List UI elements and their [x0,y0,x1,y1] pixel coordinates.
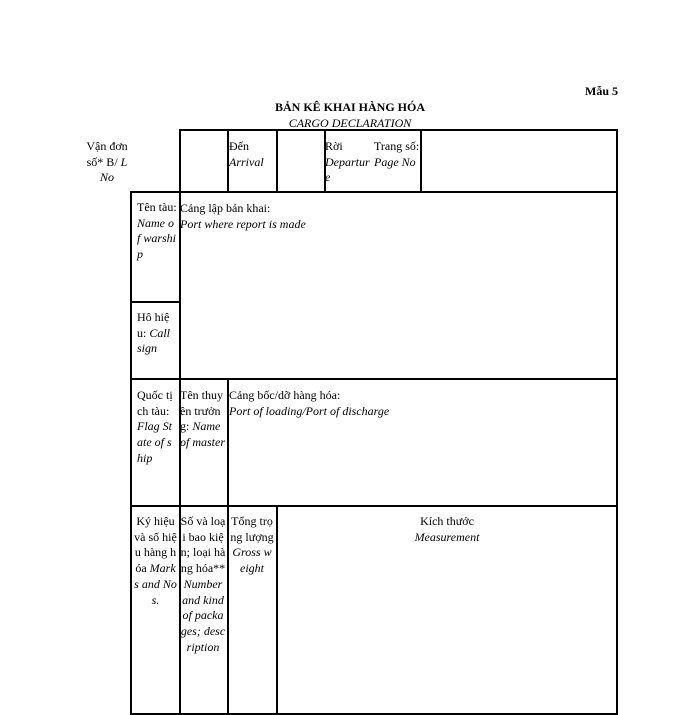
master-name-label-vi: Tên thuyền trưởng: [180,388,223,434]
page-no-label: Trang số: Page No [374,139,420,170]
bill-of-lading-label: Vận đơn số* B/ L No [86,139,128,186]
departure-label-en: Departure [325,154,370,185]
packages-column-header: Số và loại bao kiện; loại hàng hóa** Num… [180,514,226,655]
weight-column-header-vi: Tổng trọng lượng [230,514,274,544]
port-of-loading-label-en: Port of loading/Port of discharge [229,403,390,418]
form-code: Mẫu 5 [585,84,618,98]
flag-state-label-en: Flag State of ship [137,419,172,465]
marks-column-header-en: Marks and Nos. [134,561,177,607]
port-of-loading-label-vi: Cảng bốc/dỡ hàng hóa: [229,388,341,402]
form-title-vi: BẢN KÊ KHAI HÀNG HÓA [274,100,425,114]
arrival-label: Đến Arrival [229,139,275,170]
bill-of-lading-label-en: L No [99,154,128,185]
port-of-report-label-vi: Cảng lập bản khai: [180,201,271,215]
packages-column-header-vi: Số và loại bao kiện; loại hàng hóa** [180,514,226,576]
master-col-divider [227,378,229,507]
marks-column-header-vi: Ký hiệu và số hiệu hàng hóa [134,514,177,576]
departure-label: Rời Departure [325,139,371,186]
weight-column-header-en: Gross weight [232,545,272,576]
ship-row-divider-2 [130,378,618,380]
arrival-label-en: Arrival [229,154,264,169]
departure-label-vi: Rời [325,139,343,153]
ship-col-divider [179,191,181,507]
port-of-report-label-en: Port where report is made [180,216,306,231]
call-sign-label-vi: Hô hiệu: [137,310,170,340]
call-sign-label: Hô hiệu: Call sign [137,310,177,357]
call-sign-label-en: Call sign [137,325,171,356]
cargo-col-divider-3 [276,505,278,715]
ship-name-label-en: Name of warship [137,215,177,262]
master-name-label-en: Name of master [180,419,225,450]
bill-of-lading-label-vi: Vận đơn số* B/ [86,139,128,169]
header-right-box [420,129,618,193]
port-of-report-label: Cảng lập bản khai: Port where report is … [180,201,480,232]
measurement-column-header: Kích thước Measurement [278,514,616,545]
measurement-column-header-en: Measurement [414,529,480,544]
marks-column-header: Ký hiệu và số hiệu hàng hóa Marks and No… [134,514,177,608]
flag-state-label: Quốc tịch tàu: Flag State of ship [137,388,177,467]
measurement-column-header-vi: Kích thước [420,514,474,528]
ship-details-block [130,191,618,507]
packages-column-header-en: Number and kind of packages; description [180,576,226,654]
ship-name-label-vi: Tên tàu: [137,200,177,214]
cargo-col-divider-2 [227,505,229,715]
ship-name-label: Tên tàu: Name of warship [137,200,177,263]
port-of-loading-label: Cảng bốc/dỡ hàng hóa: Port of loading/Po… [229,388,609,419]
arrival-label-vi: Đến [229,139,249,153]
weight-column-header: Tổng trọng lượng Gross weight [230,514,274,577]
form-title-en: CARGO DECLARATION [288,116,412,130]
header-top-line [179,129,618,131]
flag-state-label-vi: Quốc tịch tàu: [137,388,173,418]
page-no-label-vi: Trang số: [374,139,420,153]
master-name-label: Tên thuyền trưởng: Name of master [180,388,226,451]
cargo-col-divider-1 [179,505,181,715]
departure-checkbox[interactable] [276,129,326,193]
page-no-label-en: Page No [374,154,416,169]
arrival-checkbox[interactable] [179,129,229,193]
ship-row-divider-1 [130,301,181,303]
